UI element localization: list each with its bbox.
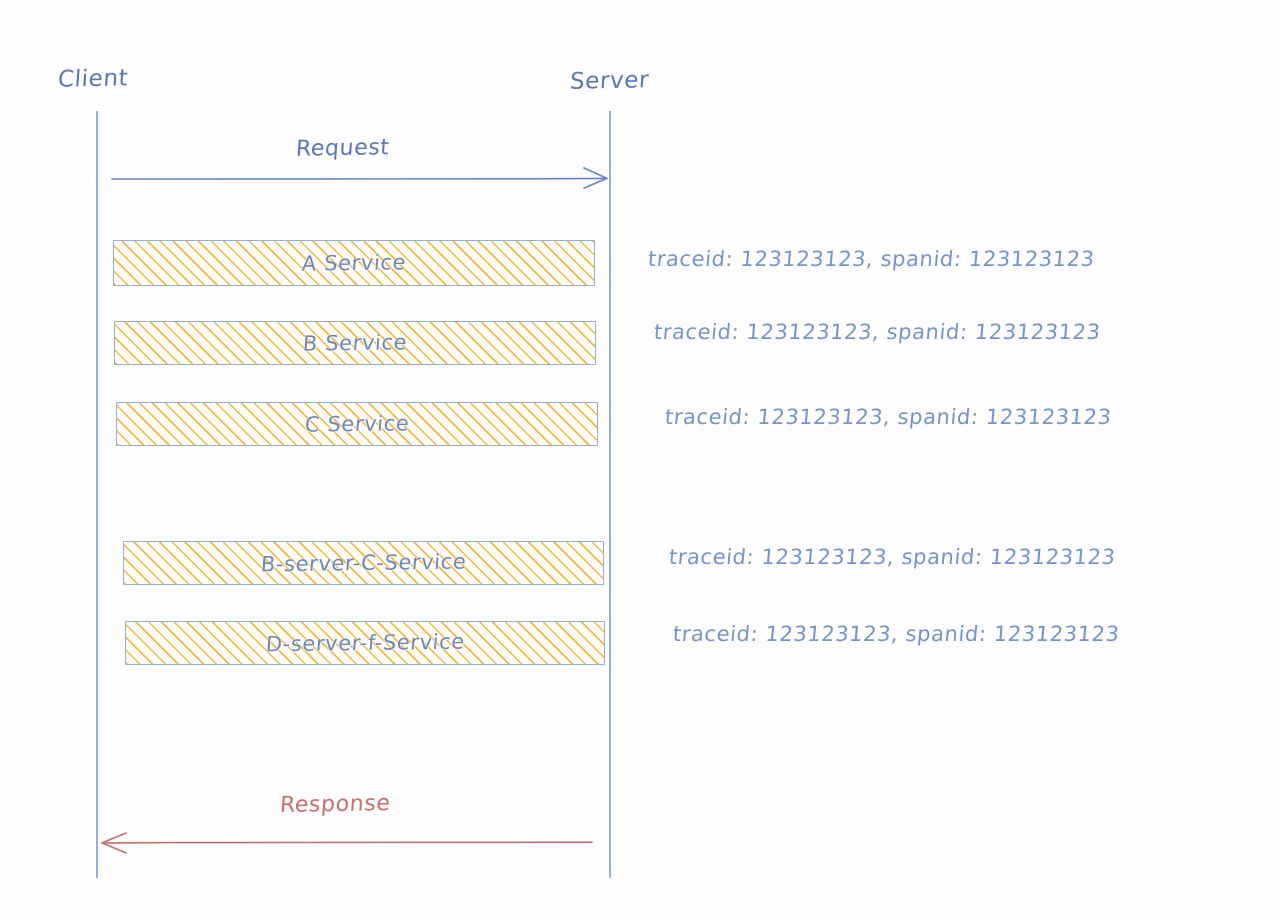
annotation-trace-5: traceid: 123123123, spanid: 123123123 xyxy=(671,622,1121,646)
annotation-trace-1: traceid: 123123123, spanid: 123123123 xyxy=(646,247,1096,271)
service-bar-label-a-service: A Service xyxy=(301,250,407,276)
message-label-response: Response xyxy=(279,791,392,818)
annotation-trace-4: traceid: 123123123, spanid: 123123123 xyxy=(667,545,1117,569)
actor-label-server: Server xyxy=(569,67,650,95)
service-bar-label-b-server-c-service: B-server-C-Service xyxy=(259,549,468,577)
lifeline-server xyxy=(609,111,611,878)
service-bar-label-d-server-f-service: D-server-f-Service xyxy=(264,629,466,657)
service-bar-label-c-service: C Service xyxy=(303,411,411,437)
service-bar-a-service[interactable]: A Service xyxy=(113,240,595,286)
annotation-trace-2: traceid: 123123123, spanid: 123123123 xyxy=(652,320,1102,344)
service-bar-d-server-f-service[interactable]: D-server-f-Service xyxy=(125,621,605,665)
lifeline-client xyxy=(96,111,98,878)
service-bar-b-service[interactable]: B Service xyxy=(114,321,596,365)
service-bar-b-server-c-service[interactable]: B-server-C-Service xyxy=(123,541,604,585)
service-bar-label-b-service: B Service xyxy=(301,330,408,356)
service-bar-c-service[interactable]: C Service xyxy=(116,402,598,446)
annotation-trace-3: traceid: 123123123, spanid: 123123123 xyxy=(663,405,1113,429)
request-arrow xyxy=(111,167,608,189)
response-arrow xyxy=(101,832,593,854)
actor-label-client: Client xyxy=(57,65,130,93)
message-label-request: Request xyxy=(295,135,391,162)
